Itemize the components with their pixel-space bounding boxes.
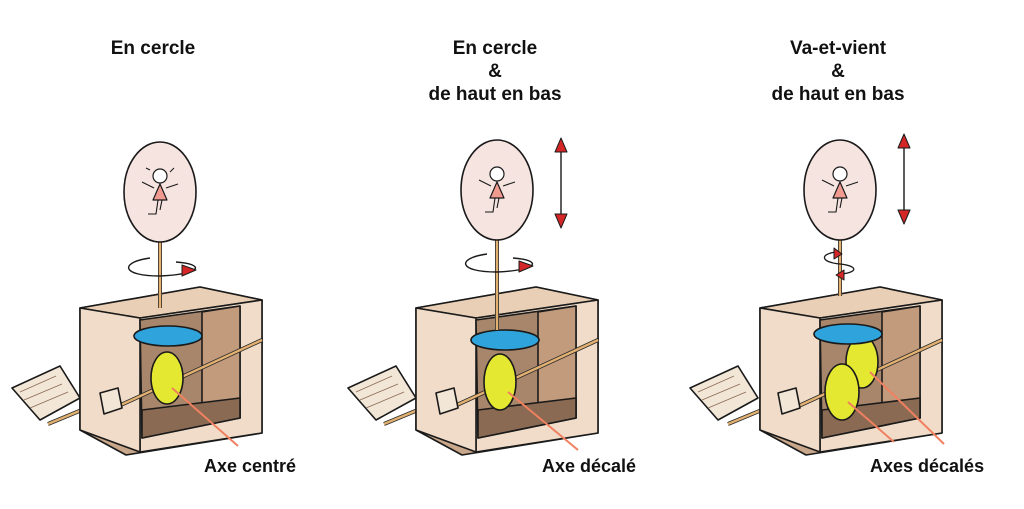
dancer-bubble <box>123 141 197 243</box>
wooden-box <box>415 286 599 456</box>
panel-2-title: En cercle & de haut en bas <box>428 38 562 105</box>
automaton-3 <box>689 133 943 456</box>
panel-2-caption: Axe décalé <box>542 456 637 476</box>
automaton-2 <box>347 137 599 456</box>
panel-3-caption: Axes décalés <box>870 456 985 476</box>
up-down-arrow <box>554 137 568 229</box>
pointer-lines <box>171 371 945 451</box>
rotation-arrow <box>128 257 197 277</box>
wooden-box <box>759 286 943 456</box>
panel-1-caption: Axe centré <box>204 456 297 476</box>
panel-1-title: En cercle <box>110 38 196 59</box>
automaton-1 <box>11 141 263 456</box>
oscillation-arrow <box>823 247 855 281</box>
dancer-bubble <box>460 139 534 241</box>
dancer-bubble <box>803 139 877 241</box>
rotation-arrow <box>465 253 534 273</box>
panel-3-title: Va-et-vient & de haut en bas <box>771 38 905 105</box>
wooden-box <box>79 286 263 456</box>
up-down-arrow <box>897 133 911 225</box>
